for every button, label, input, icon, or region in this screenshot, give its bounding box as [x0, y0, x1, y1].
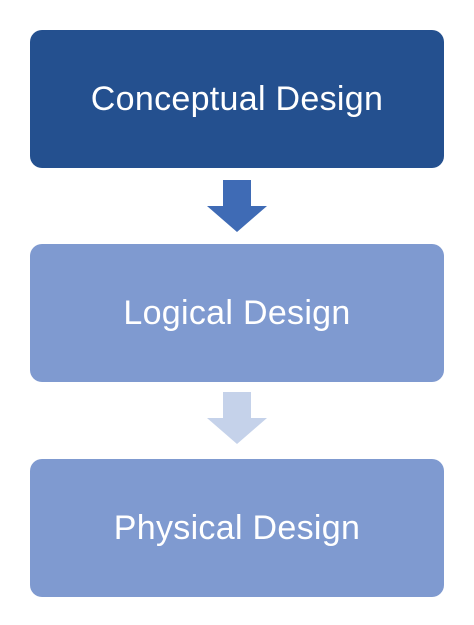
stage-box-physical: Physical Design — [30, 459, 444, 597]
stage-label-physical: Physical Design — [113, 508, 361, 547]
stage-label-conceptual: Conceptual Design — [90, 79, 384, 118]
stage-label-logical: Logical Design — [123, 293, 351, 332]
down-arrow-icon — [207, 180, 267, 232]
stage-box-conceptual: Conceptual Design — [30, 30, 444, 168]
down-arrow-shape-1 — [207, 180, 267, 232]
stage-box-logical: Logical Design — [30, 244, 444, 382]
down-arrow-shape-2 — [207, 392, 267, 444]
down-arrow-icon — [207, 392, 267, 444]
